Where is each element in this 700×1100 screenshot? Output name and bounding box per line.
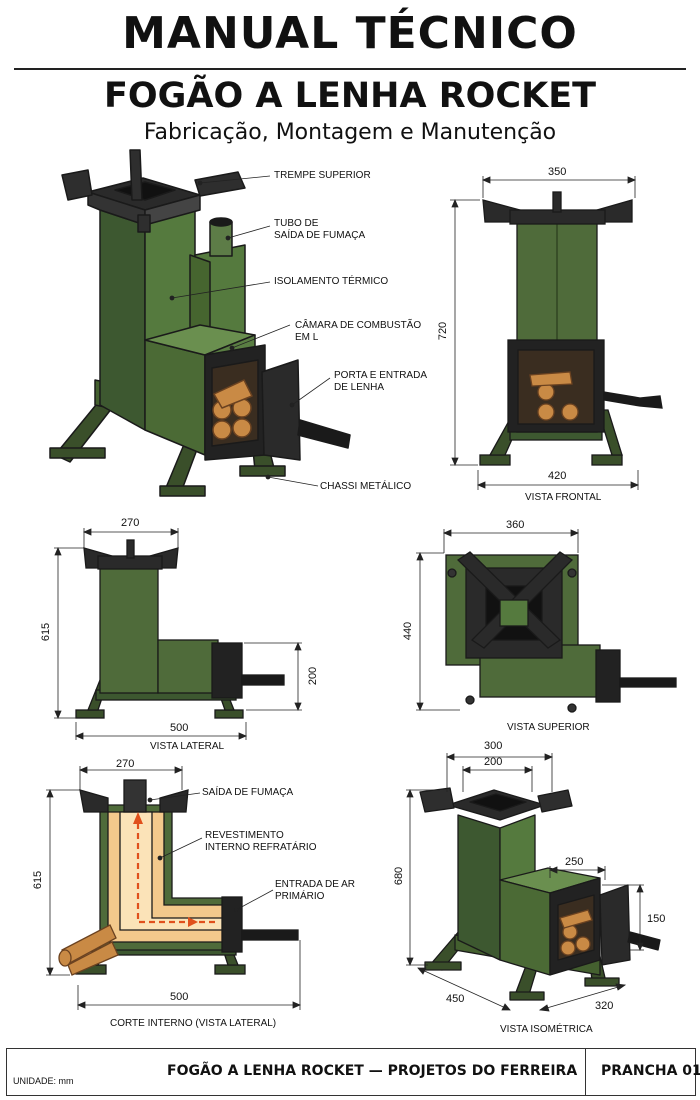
label-camara-1: CÂMARA DE COMBUSTÃO bbox=[295, 320, 422, 331]
sheet-number: PRANCHA 01 bbox=[601, 1063, 700, 1079]
side-view-caption: VISTA LATERAL bbox=[150, 741, 225, 752]
top-view-caption: VISTA SUPERIOR bbox=[507, 722, 590, 733]
iso-dim-200: 200 bbox=[484, 756, 503, 768]
label-trempe-superior: TREMPE SUPERIOR bbox=[274, 170, 371, 181]
front-view-caption: VISTA FRONTAL bbox=[525, 492, 602, 503]
label-chassi: CHASSI METÁLICO bbox=[320, 481, 412, 492]
title-block-divider bbox=[585, 1049, 586, 1095]
label-entrada-ar-1: ENTRADA DE AR bbox=[275, 879, 356, 890]
label-entrada-ar-2: PRIMÁRIO bbox=[275, 891, 325, 902]
label-isolamento: ISOLAMENTO TÉRMICO bbox=[274, 276, 389, 287]
label-saida-fumaca: SAÍDA DE FUMAÇA bbox=[202, 787, 294, 798]
front-dim-top: 350 bbox=[548, 166, 567, 178]
label-tubo-1: TUBO DE bbox=[274, 218, 319, 229]
section-dim-bottom: 500 bbox=[170, 991, 189, 1003]
label-tubo-2: SAÍDA DE FUMAÇA bbox=[274, 230, 366, 241]
iso-dim-250: 250 bbox=[565, 856, 584, 868]
label-porta-1: PORTA E ENTRADA bbox=[334, 370, 427, 381]
side-dim-bottom: 500 bbox=[170, 722, 189, 734]
section-caption: CORTE INTERNO (VISTA LATERAL) bbox=[110, 1018, 277, 1029]
side-dim-top: 270 bbox=[121, 517, 140, 529]
iso-view-caption: VISTA ISOMÉTRICA bbox=[500, 1024, 593, 1035]
manual-title: MANUAL TÉCNICO bbox=[122, 8, 578, 59]
iso-dim-150: 150 bbox=[647, 913, 666, 925]
iso-dim-300: 300 bbox=[484, 740, 503, 752]
unit-label: UNIDADE: mm bbox=[13, 1076, 74, 1086]
label-revestimento-1: REVESTIMENTO bbox=[205, 830, 284, 841]
project-name: FOGÃO A LENHA ROCKET — PROJETOS DO FERRE… bbox=[167, 1063, 578, 1079]
label-porta-2: DE LENHA bbox=[334, 382, 385, 393]
iso-dim-680: 680 bbox=[393, 866, 406, 886]
iso-dim-450: 450 bbox=[446, 993, 465, 1005]
section-dim-top: 270 bbox=[116, 758, 135, 770]
label-revestimento-2: INTERNO REFRATÁRIO bbox=[205, 842, 317, 853]
header-rule bbox=[14, 68, 686, 70]
title-block: UNIDADE: mm FOGÃO A LENHA ROCKET — PROJE… bbox=[6, 1048, 700, 1096]
product-tagline: Fabricação, Montagem e Manutenção bbox=[143, 120, 557, 145]
label-camara-2: EM L bbox=[295, 332, 319, 343]
iso-dim-320: 320 bbox=[595, 1000, 614, 1012]
front-dim-bottom: 420 bbox=[548, 470, 567, 482]
top-dim-top: 360 bbox=[506, 519, 525, 531]
product-title: FOGÃO A LENHA ROCKET bbox=[103, 76, 597, 116]
